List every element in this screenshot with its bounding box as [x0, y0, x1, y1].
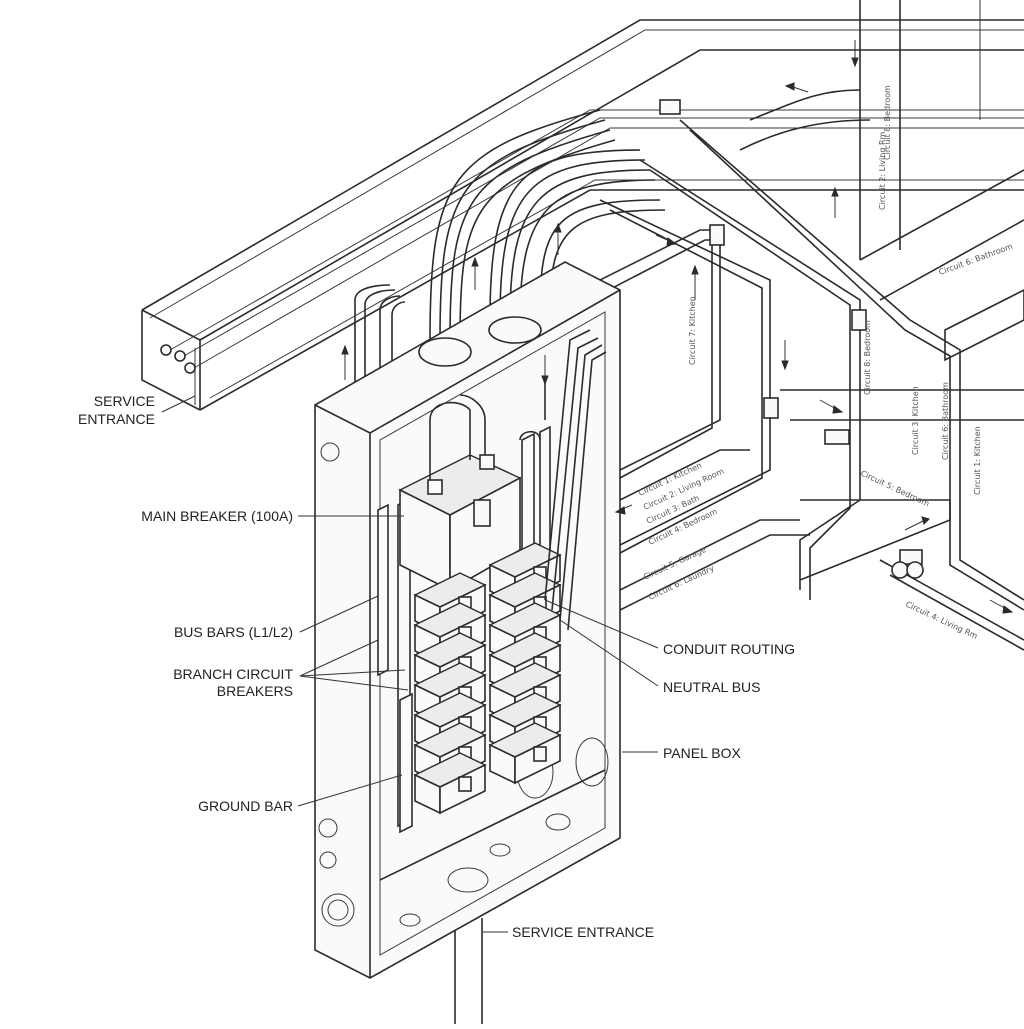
circuit-tag: Circuit 1: Kitchen: [973, 426, 982, 495]
branch-breaker-stack: [413, 542, 562, 815]
label-service-entrance-top: SERVICE: [94, 393, 155, 409]
label-branch-breakers: BRANCH CIRCUIT: [173, 666, 293, 682]
branch-conduit-runs: [559, 89, 1024, 651]
neutral-bus-wires: [519, 329, 607, 631]
label-neutral-bus: NEUTRAL BUS: [663, 679, 761, 695]
branch-breaker: [413, 752, 487, 815]
label-conduit-routing: CONDUIT ROUTING: [663, 641, 795, 657]
label-bus-bars: BUS BARS (L1/L2): [174, 624, 293, 640]
ground-bar: [399, 692, 413, 834]
circuit-tag: Circuit 8: Bedroom: [863, 320, 872, 395]
circuit-tag: Circuit 8: Bedroom: [883, 85, 892, 160]
flow-arrows: [341, 40, 1014, 614]
cable-bundle: [350, 109, 666, 414]
circuit-tag: Circuit 7: Kitchen: [688, 296, 697, 365]
circuit-tag: Circuit 2: Living Rm: [878, 131, 887, 210]
label-panel-box: PANEL BOX: [663, 745, 741, 761]
branch-breaker: [488, 722, 562, 785]
circuit-tag: Circuit 4: Living Rm: [904, 600, 979, 641]
callout-labels: SERVICE ENTRANCE MAIN BREAKER (100A) BUS…: [78, 393, 795, 940]
right-framing: [859, 0, 1024, 362]
main-breaker: [398, 394, 522, 592]
label-service-entrance-bottom: SERVICE ENTRANCE: [512, 924, 654, 940]
label-ground-bar: GROUND BAR: [198, 798, 293, 814]
circuit-tag: Circuit 3: Kitchen: [911, 386, 920, 455]
callout-leaders: [161, 395, 659, 933]
label-service-entrance-top-2: ENTRANCE: [78, 411, 155, 427]
label-branch-breakers-2: BREAKERS: [217, 683, 293, 699]
circuit-tag: Circuit 6: Bathroom: [941, 382, 950, 460]
circuit-tag: Circuit 5: Bedroom: [859, 469, 931, 509]
label-main-breaker: MAIN BREAKER (100A): [141, 508, 293, 524]
